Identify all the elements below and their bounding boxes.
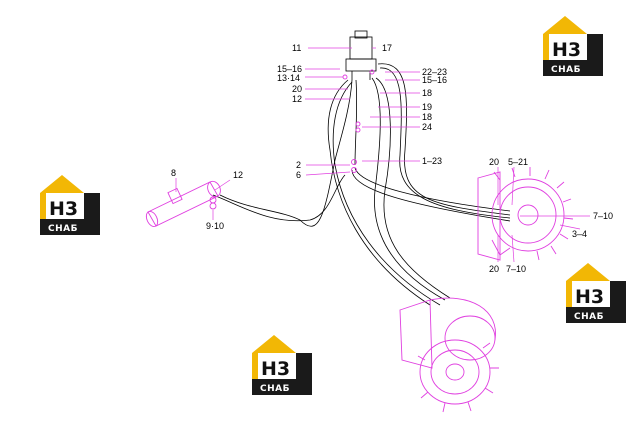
- callout-7-10-right: 7–10: [593, 211, 613, 221]
- control-valve: [345, 30, 377, 80]
- callout-7-10-bottom: 7–10: [506, 264, 526, 274]
- svg-text:H3: H3: [552, 39, 581, 61]
- svg-text:H3: H3: [575, 286, 604, 308]
- callout-19: 19: [422, 102, 432, 112]
- callout-13-14: 13·14: [277, 73, 300, 83]
- callout-24: 24: [422, 122, 432, 132]
- brand-logo-top-right: H3 CHAБ: [543, 16, 603, 76]
- hydraulic-hoses: [212, 63, 511, 306]
- svg-text:CHAБ: CHAБ: [551, 65, 581, 75]
- callout-12-cylinder: 12: [233, 170, 243, 180]
- fittings: [342, 69, 375, 173]
- callout-11: 11: [292, 43, 301, 53]
- brand-logo-bottom: H3 CHAБ: [252, 335, 312, 395]
- svg-text:CHAБ: CHAБ: [574, 312, 604, 322]
- svg-text:H3: H3: [261, 358, 290, 380]
- travel-motor-bottom: [399, 297, 499, 413]
- callout-18-top: 18: [422, 88, 432, 98]
- callout-9-10: 9·10: [206, 221, 224, 231]
- callout-3-4: 3–4: [572, 229, 587, 239]
- callout-5-21: 5–21: [508, 157, 528, 167]
- brand-logo-right: H3 CHAБ: [566, 263, 626, 323]
- travel-motor-right: [477, 167, 574, 261]
- callout-labels: 11 17 15–16 13·14 22–23 15–16 20 18 12 1…: [171, 43, 613, 274]
- callout-15-16-left: 15–16: [277, 64, 302, 74]
- callout-12-top: 12: [292, 94, 302, 104]
- callout-18-mid: 18: [422, 112, 432, 122]
- svg-text:H3: H3: [49, 198, 78, 220]
- svg-text:CHAБ: CHAБ: [48, 224, 78, 234]
- callout-22-23: 22–23: [422, 67, 447, 77]
- callout-6: 6: [296, 170, 301, 180]
- brand-logo-left: H3 CHAБ: [40, 175, 100, 235]
- callout-2: 2: [296, 160, 301, 170]
- callout-20-bottom: 20: [489, 264, 499, 274]
- hydraulic-cylinder: [145, 180, 221, 228]
- callout-17: 17: [382, 43, 392, 53]
- callout-20-top: 20: [292, 84, 302, 94]
- svg-text:CHAБ: CHAБ: [260, 384, 290, 394]
- callout-15-16-right: 15–16: [422, 75, 447, 85]
- callout-8: 8: [171, 168, 176, 178]
- leader-lines: [175, 47, 590, 263]
- callout-20-motor: 20: [489, 157, 499, 167]
- callout-1-23: 1–23: [422, 156, 442, 166]
